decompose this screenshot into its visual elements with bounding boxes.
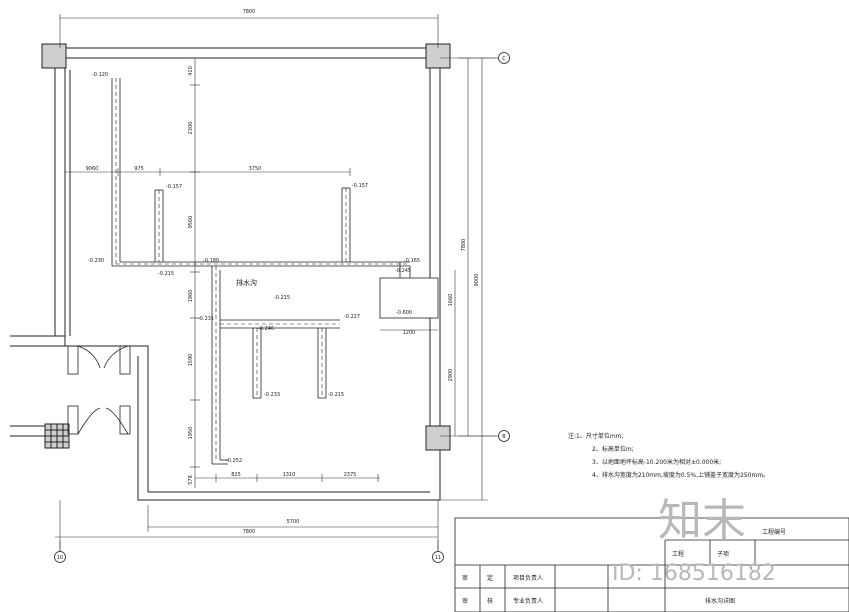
- tb-drawing-title: 排水沟详图: [705, 597, 735, 605]
- title-block-text: 审 定 项目负责人 审 核 专业负责人 工程 子项 工程编号 排水沟详图: [462, 528, 786, 605]
- tb-r2c1: 审: [462, 597, 468, 605]
- level-marker-15: -0.215: [274, 295, 290, 301]
- grid-label-10: 10: [57, 555, 63, 561]
- tb-subitem: 子项: [717, 551, 729, 558]
- grid-label-c: C: [502, 56, 506, 62]
- level-marker-6: -0.165: [404, 258, 420, 264]
- dim-pit-width: 1200: [403, 330, 416, 336]
- level-marker-1: -0.120: [92, 72, 108, 78]
- column-top-left: [41, 43, 67, 69]
- watermark: 知末 ID: 168516182: [612, 495, 776, 586]
- level-marker-2: -0.157: [166, 184, 182, 190]
- tb-r2c3: 专业负责人: [513, 597, 543, 605]
- tb-r1c1: 审: [462, 574, 468, 582]
- dim-row-975: 975: [134, 166, 144, 172]
- dimension-lines: [55, 14, 498, 555]
- dim-right-inner: 7800: [461, 239, 467, 252]
- dim-bottom-inner: 5700: [287, 519, 300, 525]
- dim-b-2375: 2375: [344, 472, 357, 478]
- dim-row-9060: 9060: [86, 166, 99, 172]
- grid-label-11: 11: [435, 555, 441, 561]
- drainage-trenches: [111, 78, 439, 465]
- dim-row-3750: 3750: [249, 166, 262, 172]
- dim-v-578: 578: [188, 475, 194, 485]
- level-marker-13: -0.215: [328, 392, 344, 398]
- level-marker-14: -0.252: [226, 458, 242, 464]
- grid-bubble-b: [498, 430, 510, 442]
- general-notes: 注:1、尺寸单位mm; 2、标高单位m; 3、以地面地坪标高-10.200米为相…: [568, 432, 769, 479]
- dim-top: 7800: [243, 9, 256, 15]
- tb-r1c2: 定: [487, 574, 493, 582]
- sump-pit: [379, 277, 439, 319]
- level-marker-pit: -0.600: [396, 310, 412, 316]
- note-2: 2、标高单位m;: [592, 445, 634, 453]
- column-bottom-right: [425, 425, 451, 451]
- grid-bubble-11: [432, 551, 444, 563]
- level-marker-7: -0.180: [203, 258, 219, 264]
- dim-b-1310: 1310: [283, 472, 296, 478]
- grid-bubble-10: [54, 551, 66, 563]
- dim-left-top: 410: [188, 66, 194, 76]
- dim-bottom: 7800: [243, 529, 256, 535]
- watermark-brand: 知末: [658, 495, 746, 546]
- note-1: 注:1、尺寸单位mm;: [568, 432, 624, 440]
- trench-label: 排水沟: [236, 278, 257, 287]
- building-walls: [10, 47, 441, 501]
- doors: [67, 345, 131, 435]
- level-marker-12: -0.233: [264, 392, 280, 398]
- dim-right-lower: 2900: [448, 369, 454, 382]
- level-marker-4: -0.230: [88, 258, 104, 264]
- level-marker-10: -0.227: [344, 314, 360, 320]
- watermark-id: ID: 168516182: [612, 561, 776, 586]
- note-4: 4、排水沟宽度为210mm,坡度为0.5%,上铺盖子宽度为250mm。: [592, 471, 769, 479]
- tb-r1c3: 项目负责人: [513, 574, 543, 582]
- title-block: [454, 517, 849, 612]
- level-markers: -0.120 -0.157 -0.157 -0.230 -0.215 -0.16…: [88, 72, 420, 464]
- dim-left-upper: 2300: [188, 122, 194, 135]
- tb-r2c2: 核: [487, 597, 493, 605]
- dim-right-mid: 1660: [448, 294, 454, 307]
- dim-v-1960: 1960: [188, 290, 194, 303]
- grid-axes: C B 10 11: [54, 52, 510, 563]
- dimension-labels: 7800 7800 5700 9000 7800 2900 1660 1200 …: [86, 9, 480, 535]
- structural-columns: [41, 43, 451, 451]
- level-marker-11: -0.246: [258, 326, 274, 332]
- level-marker-5: -0.215: [158, 271, 174, 277]
- tb-project-no: 工程编号: [762, 528, 786, 536]
- grid-bubble-c: [498, 52, 510, 64]
- dim-b-825: 825: [231, 472, 241, 478]
- dim-v-1590: 1590: [188, 354, 194, 367]
- dim-v-1950: 1950: [188, 427, 194, 440]
- level-marker-8: -0.245: [395, 268, 411, 274]
- tb-project: 工程: [672, 550, 684, 558]
- note-3: 3、以地面地坪标高-10.200米为相对±0.000米;: [592, 458, 721, 466]
- dim-right-outer: 9000: [474, 274, 480, 287]
- level-marker-3: -0.157: [352, 183, 368, 189]
- grid-label-b: B: [502, 434, 506, 440]
- level-marker-9: -0.231: [198, 316, 214, 322]
- dim-left-mid: 9560: [188, 216, 194, 229]
